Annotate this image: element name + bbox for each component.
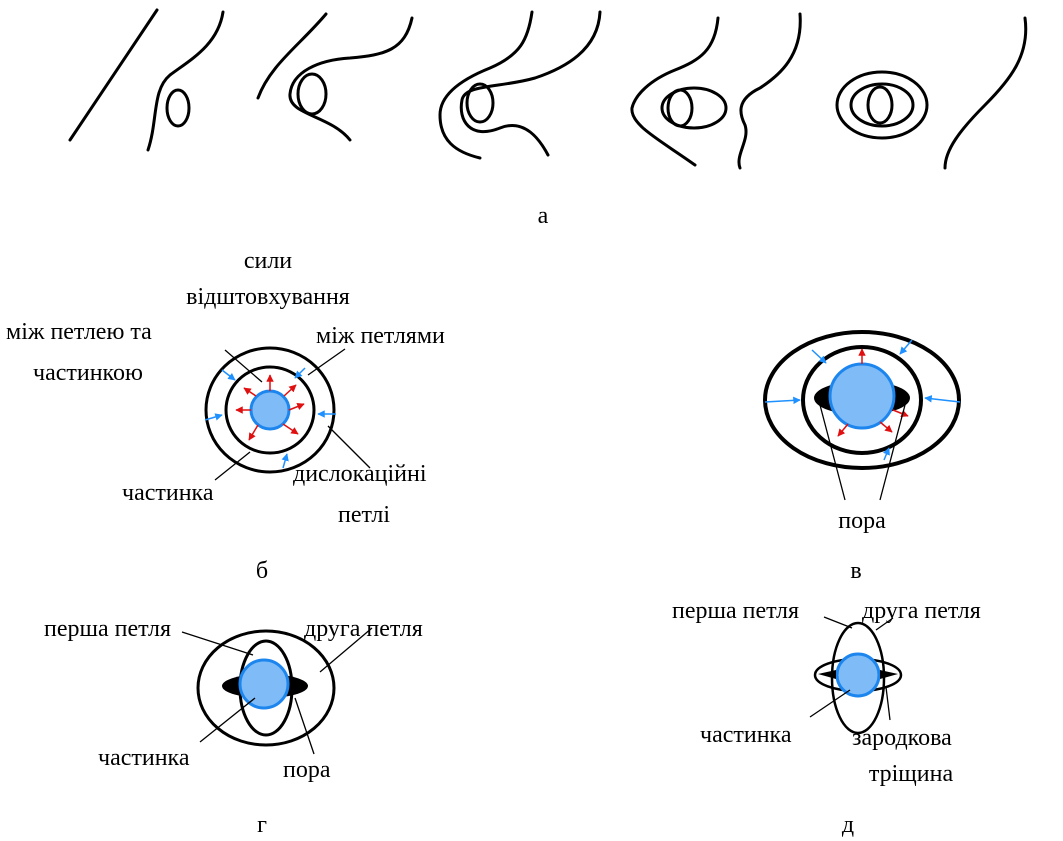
label-between-loop-particle-2: частинкою (33, 360, 143, 386)
caption-g: г (257, 812, 267, 838)
particle-outline (668, 90, 692, 126)
panel-v: пора (765, 332, 960, 534)
panel-g: перша петля друга петля частинка пора (44, 616, 423, 783)
caption-d: д (842, 812, 854, 838)
label-particle: частинка (122, 480, 214, 506)
red-arrow (838, 424, 848, 436)
stage-4 (632, 14, 800, 168)
label-crack-1: зародкова (852, 725, 952, 751)
label-particle: частинка (98, 745, 190, 771)
panel-a-sequence (70, 10, 1026, 168)
label-between-loop-particle-1: між петлею та (6, 319, 152, 345)
label-between-loops: між петлями (316, 323, 445, 349)
label-dislocation-loops-2: петлі (338, 502, 390, 528)
leader-line (295, 698, 314, 754)
red-arrow (284, 385, 296, 396)
leader-line (824, 617, 852, 628)
caption-a: а (538, 203, 549, 229)
particle-outline (868, 87, 892, 123)
red-arrow (893, 410, 908, 416)
particle (240, 660, 288, 708)
dislocation-line (290, 18, 412, 140)
blue-arrow (925, 398, 960, 402)
red-arrow (283, 424, 298, 434)
blue-arrow (295, 368, 305, 378)
panel-d: перша петля друга петля частинка зародко… (672, 598, 981, 787)
panel-b: сили відштовхування між петлею та частин… (6, 248, 445, 528)
stage-3 (440, 12, 600, 158)
blue-arrow (900, 340, 912, 354)
label-crack-2: тріщина (869, 761, 954, 787)
label-forces-1: сили (244, 248, 292, 274)
red-arrow (289, 404, 304, 410)
leader-line (810, 690, 850, 717)
blue-arrow (222, 370, 235, 380)
leader-line (886, 687, 890, 720)
label-particle: частинка (700, 722, 792, 748)
label-pore: пора (283, 757, 331, 783)
loop-outline (851, 84, 913, 126)
label-second-loop: друга петля (862, 598, 981, 624)
stage-5 (837, 18, 1026, 168)
particle (830, 364, 894, 428)
dislocation-line (148, 12, 223, 150)
label-pore: пора (838, 508, 886, 534)
particle (251, 391, 289, 429)
label-first-loop: перша петля (44, 616, 171, 642)
dislocation-line (945, 18, 1026, 168)
particle-outline (167, 90, 189, 126)
particle (837, 654, 879, 696)
label-first-loop: перша петля (672, 598, 799, 624)
caption-v: в (850, 558, 861, 584)
label-second-loop: друга петля (304, 616, 423, 642)
stage-2 (258, 14, 412, 140)
red-arrow (244, 388, 256, 396)
blue-arrow (283, 454, 287, 468)
red-arrow (880, 422, 892, 432)
label-forces-2: відштовхування (186, 284, 350, 310)
dislocation-line (739, 14, 800, 168)
label-dislocation-loops-1: дислокаційні (293, 461, 427, 487)
stage-1 (70, 10, 223, 150)
leader-line (308, 349, 345, 375)
blue-arrow (765, 400, 800, 402)
particle-outline (467, 84, 493, 122)
caption-b: б (256, 558, 268, 584)
particle-outline (298, 74, 326, 114)
dislocation-line (70, 10, 157, 140)
red-arrow (249, 425, 258, 440)
